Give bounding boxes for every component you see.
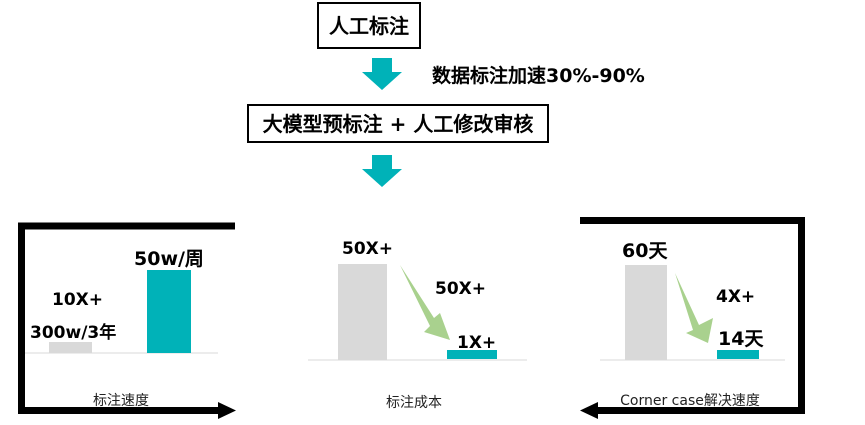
frame-bracket bbox=[580, 217, 805, 414]
new-label: 50w/周 bbox=[134, 248, 204, 270]
new-label: 14天 bbox=[718, 328, 764, 350]
arrow-left-icon bbox=[580, 402, 598, 419]
step1-label: 人工标注 bbox=[329, 14, 409, 38]
panel-title: 标注成本 bbox=[386, 395, 442, 411]
new-bar bbox=[447, 350, 497, 359]
step1-box bbox=[317, 2, 421, 49]
panel-cost: 50X+ 50X+ 1X+ 标注成本 bbox=[308, 239, 527, 411]
old-bar bbox=[49, 342, 92, 353]
old-bar bbox=[338, 264, 387, 360]
old-bar bbox=[625, 265, 667, 360]
old-label: 50X+ bbox=[342, 239, 393, 259]
step2-box bbox=[247, 104, 549, 143]
frame-bracket bbox=[18, 222, 235, 414]
speedup-text: 数据标注加速30%-90% bbox=[432, 64, 645, 87]
ratio-label: 10X+ bbox=[52, 290, 103, 310]
ratio-label: 50X+ bbox=[435, 279, 486, 299]
arrow-right-icon bbox=[218, 402, 236, 419]
panel-corner-case: 60天 4X+ 14天 Corner case解决速度 bbox=[580, 217, 805, 419]
new-bar bbox=[147, 270, 191, 353]
old-label: 60天 bbox=[622, 240, 668, 262]
down-arrow-icon bbox=[362, 58, 402, 90]
ratio-label: 4X+ bbox=[716, 287, 755, 307]
panel-speed: 50w/周 10X+ 300w/3年 标注速度 bbox=[18, 222, 236, 419]
step2-label: 大模型预标注 + 人工修改审核 bbox=[263, 112, 534, 136]
new-label: 1X+ bbox=[457, 333, 496, 353]
old-label: 300w/3年 bbox=[30, 322, 116, 343]
decrease-arrow-icon bbox=[400, 265, 450, 340]
panel-title: 标注速度 bbox=[93, 393, 149, 409]
decrease-arrow-icon bbox=[675, 273, 713, 343]
panel-title: Corner case解决速度 bbox=[620, 393, 760, 409]
new-bar bbox=[717, 350, 759, 359]
down-arrow-icon bbox=[362, 155, 402, 187]
